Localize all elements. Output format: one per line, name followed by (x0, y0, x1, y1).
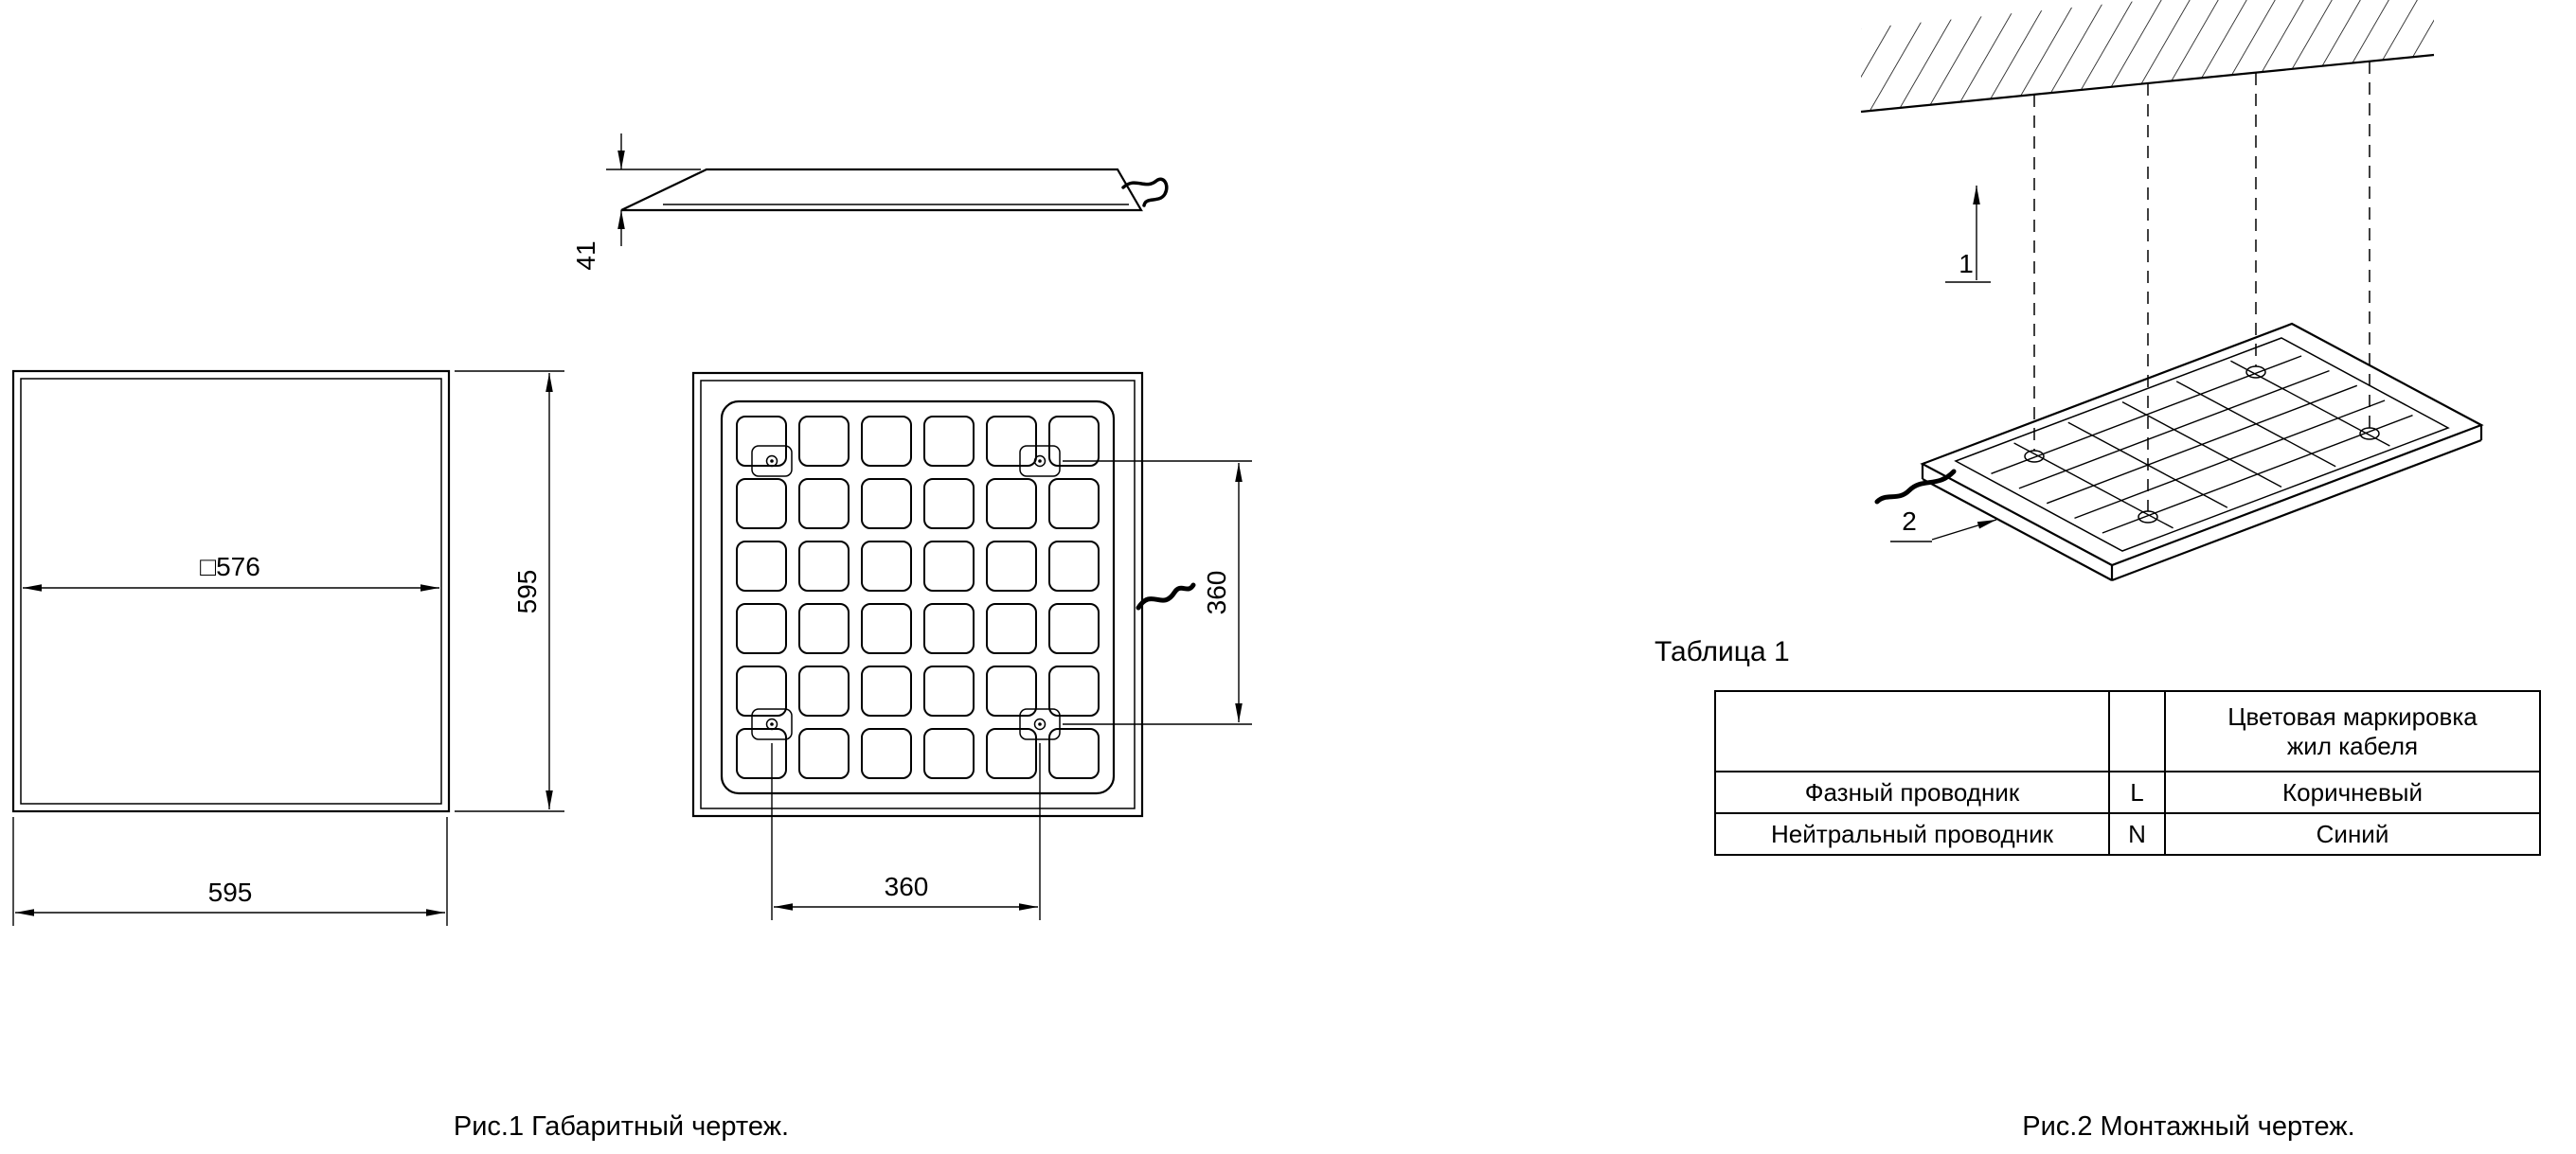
waffle-grid (731, 411, 1104, 784)
dim-label-width: 595 (208, 878, 253, 907)
mount-point (2245, 365, 2266, 379)
front-outer-frame (11, 369, 451, 813)
iso-grid-line (1991, 355, 2302, 474)
conductor-name: Нейтральный проводник (1714, 812, 2110, 856)
panel-profile-outline (620, 168, 1143, 212)
mount-view: 1 2 (1860, 0, 2484, 582)
iso-grid-line (2074, 399, 2386, 520)
mount-point (2138, 510, 2158, 524)
mount-point (2024, 450, 2045, 463)
table-header-row: Цветовая маркировка жил кабеля (1714, 690, 2541, 772)
ref2-label: 2 (1902, 506, 1917, 536)
dim-label-inner-width: □576 (200, 552, 260, 581)
back-view: 360 360 (691, 371, 1252, 920)
hole-boss (1019, 708, 1061, 740)
back-inner-frame (700, 380, 1136, 809)
header-cell-empty-1 (1714, 690, 2110, 772)
hole (765, 454, 778, 468)
ceiling-hatch (1861, 0, 2434, 112)
hole-boss (1019, 445, 1061, 477)
mounting-hole (1019, 708, 1061, 740)
clip-spring (1121, 177, 1169, 207)
hole-center (770, 722, 774, 726)
dim-label-mount-span-h: 360 (885, 872, 929, 901)
iso-grid-line (2018, 369, 2330, 489)
table1-title: Таблица 1 (1655, 636, 1790, 667)
table-row: Фазный проводник L Коричневый (1714, 771, 2541, 814)
ref1-label: 1 (1959, 249, 1974, 278)
hole-boss (751, 445, 793, 477)
mounting-hole (1019, 445, 1061, 477)
hole-center (770, 459, 774, 463)
front-inner-frame (20, 378, 442, 805)
hole-center (1038, 459, 1042, 463)
conductor-color: Синий (2164, 812, 2541, 856)
ref2-leader (1931, 519, 1997, 541)
cable-marking-table: Цветовая маркировка жил кабеля Фазный пр… (1714, 690, 2541, 856)
hole-center (1038, 722, 1042, 726)
front-view: □576 595 595 (11, 369, 564, 926)
back-outer-frame (691, 371, 1144, 818)
supply-cable (1136, 582, 1196, 611)
conductor-code: L (2108, 771, 2166, 814)
hole (765, 718, 778, 731)
header-cell-marking: Цветовая маркировка жил кабеля (2164, 690, 2541, 772)
panel-iso-bottom-edge (2111, 438, 2482, 582)
dim-label-mount-span-v: 360 (1202, 571, 1231, 615)
conductor-name: Фазный проводник (1714, 771, 2110, 814)
fig1-caption: Рис.1 Габаритный чертеж. (453, 1111, 790, 1142)
hole-boss (751, 708, 793, 740)
mounting-hole (751, 445, 793, 477)
iso-grid-line (2046, 384, 2358, 505)
fig2-caption: Рис.2 Монтажный чертеж. (2022, 1111, 2355, 1142)
mounting-hole (751, 708, 793, 740)
supply-cable-iso (1874, 469, 1957, 505)
mount-point (2359, 427, 2380, 440)
conductor-color: Коричневый (2164, 771, 2541, 814)
dim-label-side-height: 41 (571, 240, 600, 270)
panel-iso-inner-border (1954, 337, 2450, 552)
waffle-plate-outline (720, 399, 1116, 795)
header-cell-empty-2 (2108, 690, 2166, 772)
dim-label-height: 595 (512, 570, 542, 614)
hole (1033, 454, 1046, 468)
hole (1033, 718, 1046, 731)
conductor-code: N (2108, 812, 2166, 856)
side-view: 41 (571, 133, 1169, 271)
iso-grid-line (2102, 415, 2413, 534)
table-row: Нейтральный проводник N Синий (1714, 812, 2541, 856)
panel-iso-bottom-edge (1922, 478, 2113, 581)
